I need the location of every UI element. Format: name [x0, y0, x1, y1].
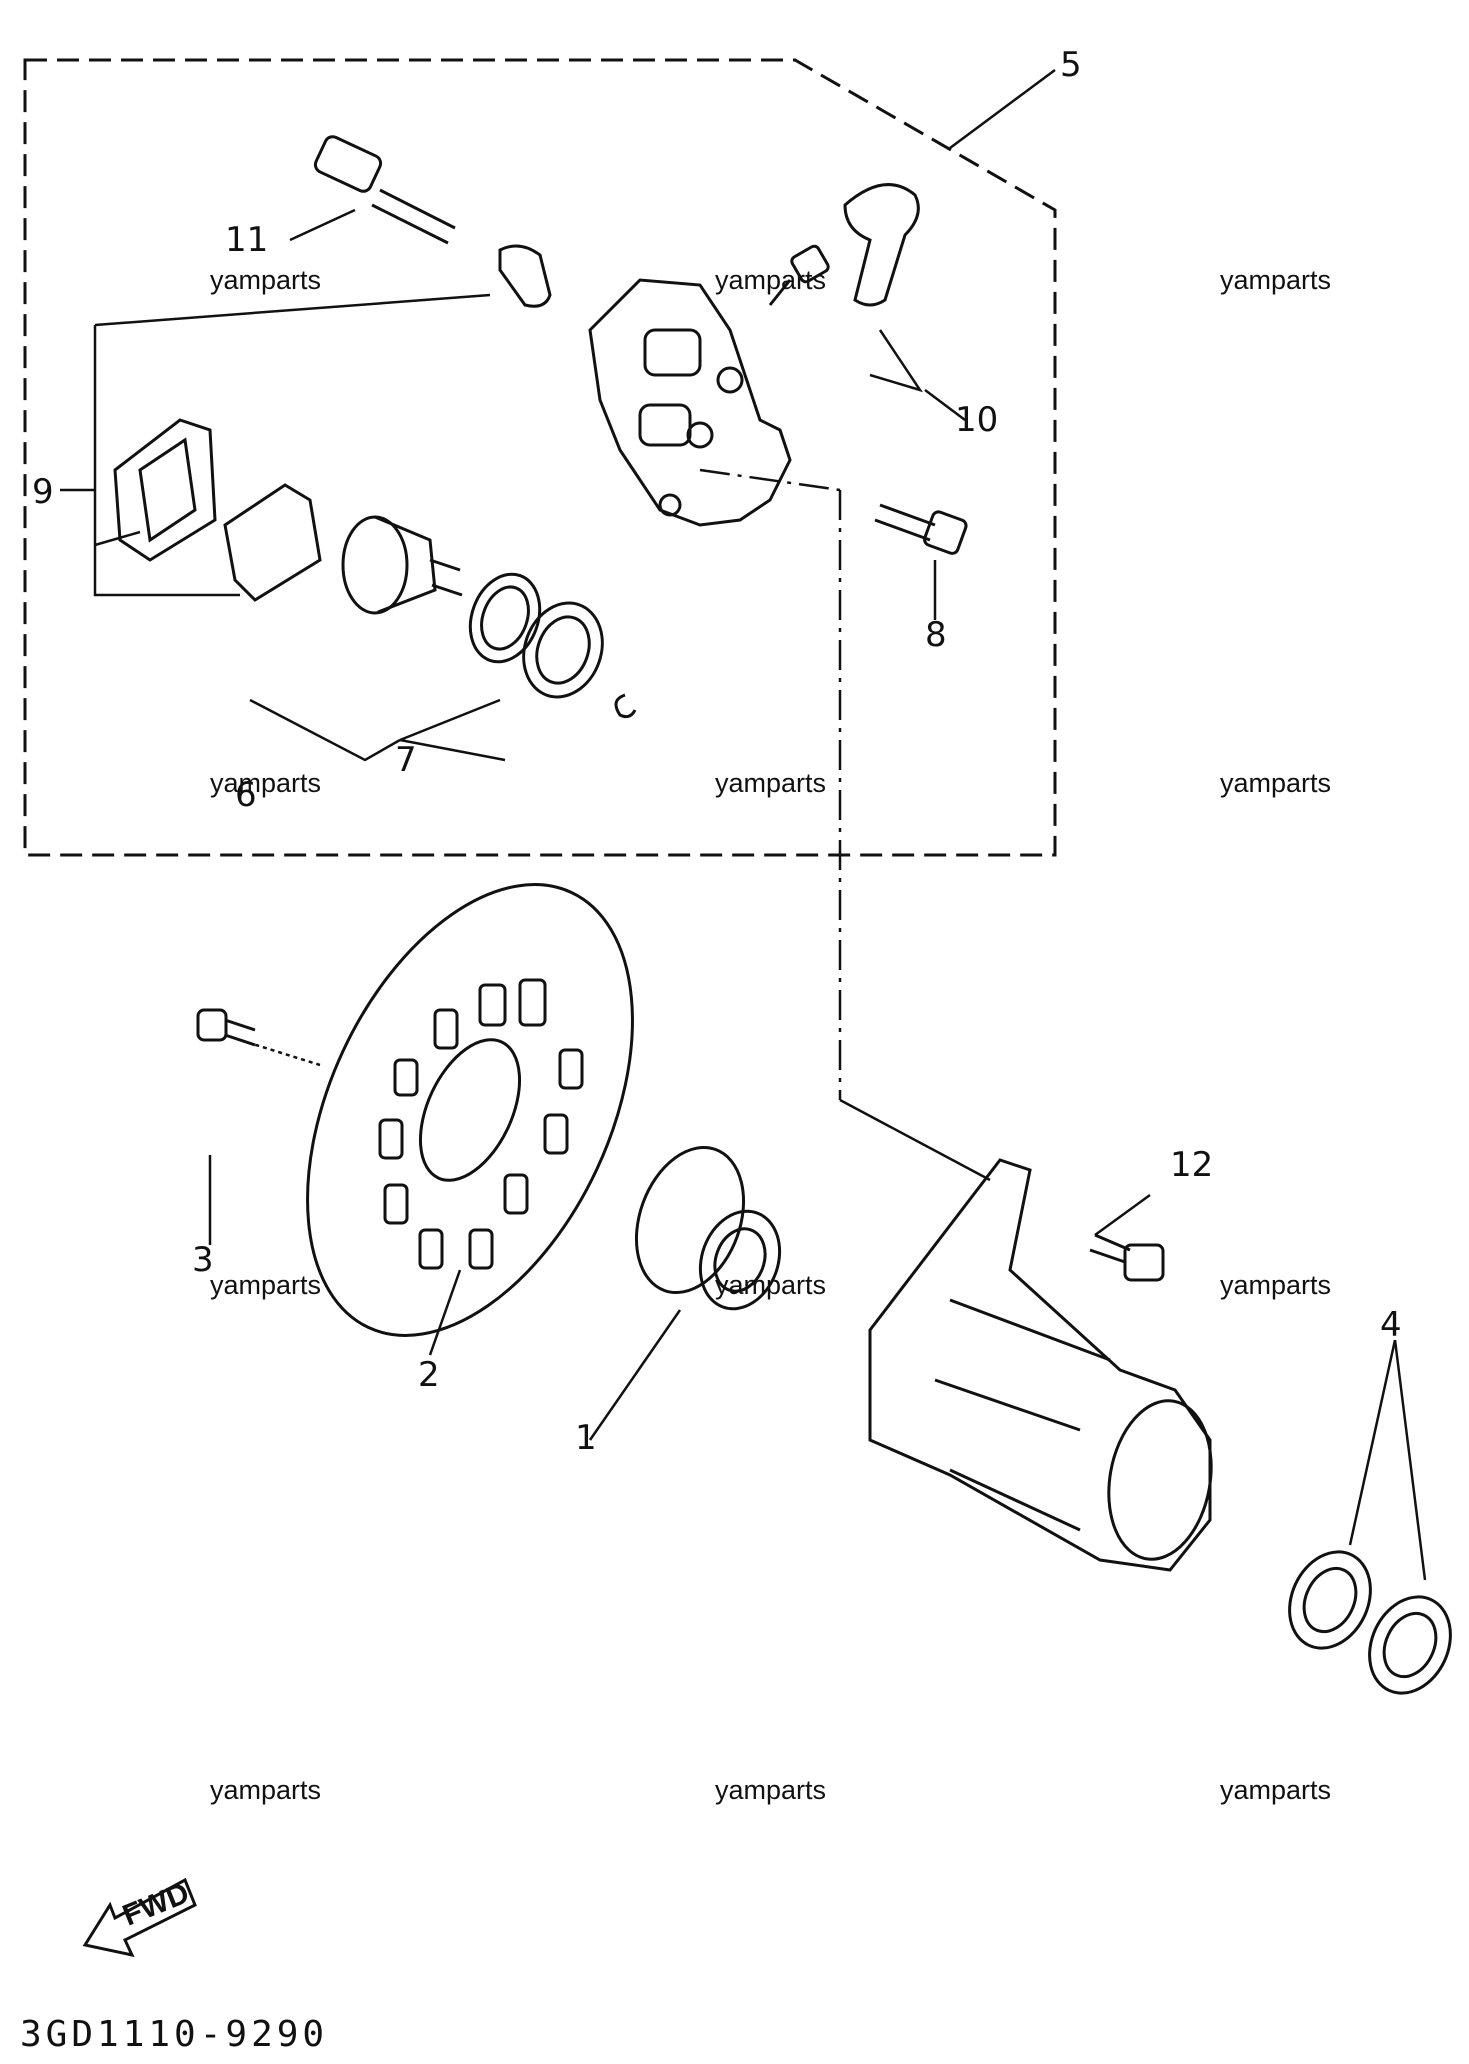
callout-8: 8: [925, 615, 947, 655]
watermark: yamparts: [1220, 768, 1332, 798]
part-code: 3GD1110-9290: [20, 2014, 329, 2055]
callout-1: 1: [575, 1418, 597, 1458]
bolt-8-shape: [874, 503, 968, 555]
bolt-3-shape: [196, 1008, 256, 1047]
master-cylinder-shape: [868, 1158, 1213, 1572]
callout-5: 5: [1060, 45, 1082, 85]
bolt-12-shape: [1089, 1233, 1165, 1282]
watermark: yamparts: [210, 265, 322, 295]
pin-clip-shape: [498, 244, 552, 308]
caliper-body-shape: [588, 278, 792, 527]
piston-shape: [341, 515, 463, 615]
watermark: yamparts: [715, 265, 827, 295]
bleeder-shape: [768, 244, 830, 306]
watermark: yamparts: [210, 1270, 322, 1300]
seals-shape: [468, 572, 637, 719]
callout-9: 9: [32, 472, 54, 512]
watermark: yamparts: [715, 768, 827, 798]
fwd-arrow-icon: [82, 1877, 197, 1958]
callout-11: 11: [225, 220, 269, 260]
callout-6: 6: [235, 775, 257, 815]
watermark: yamparts: [715, 1775, 827, 1805]
hub-shape: [634, 1145, 782, 1311]
lock-nuts-shape: [1288, 1550, 1452, 1695]
watermark: yamparts: [1220, 265, 1332, 295]
caliper-assembly-outline: [23, 58, 1057, 857]
brake-disc-shape: [306, 883, 634, 1337]
callout-10: 10: [955, 400, 999, 440]
watermark: yamparts: [715, 1270, 827, 1300]
watermark: yamparts: [1220, 1270, 1332, 1300]
callout-3: 3: [192, 1240, 214, 1280]
watermark: yamparts: [1220, 1775, 1332, 1805]
callout-7: 7: [395, 740, 417, 780]
callout-4: 4: [1380, 1305, 1402, 1345]
brake-pads-shape: [113, 418, 322, 602]
leader-lines: [60, 68, 1427, 1581]
bolt-11-shape: [313, 135, 456, 245]
callout-12: 12: [1170, 1145, 1214, 1185]
pad-spring-shape: [843, 183, 920, 307]
watermark: yamparts: [210, 768, 322, 798]
callout-2: 2: [418, 1355, 440, 1395]
watermark: yamparts: [210, 1775, 322, 1805]
